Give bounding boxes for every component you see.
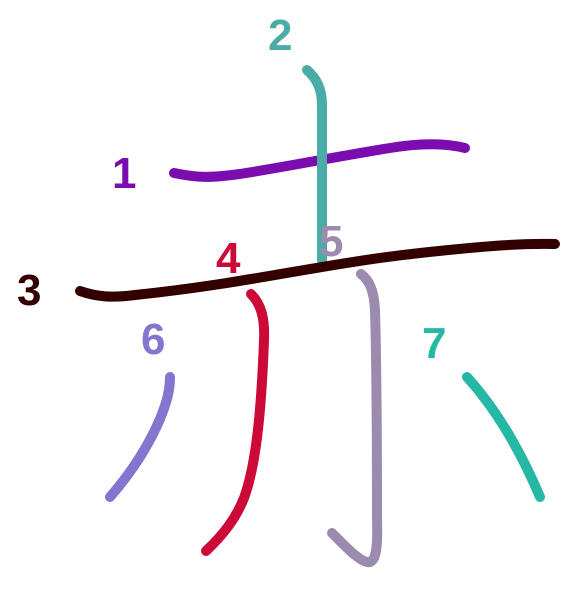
stroke-2-number: 2 — [268, 11, 292, 60]
stroke-3-path — [75, 238, 560, 302]
stroke-4-number: 4 — [216, 234, 241, 283]
stroke-2-path — [302, 65, 327, 265]
stroke-5-path — [327, 269, 383, 568]
stroke-6-number: 6 — [141, 315, 165, 364]
stroke-1-path — [169, 139, 470, 182]
stroke-7-number: 7 — [422, 319, 446, 368]
stroke-7-path — [462, 372, 545, 502]
stroke-1-number: 1 — [112, 149, 136, 198]
stroke-3-number: 3 — [17, 266, 41, 315]
stroke-4-path — [201, 289, 270, 556]
stroke-6-path — [105, 372, 175, 502]
stroke-5-number: 5 — [319, 217, 343, 266]
